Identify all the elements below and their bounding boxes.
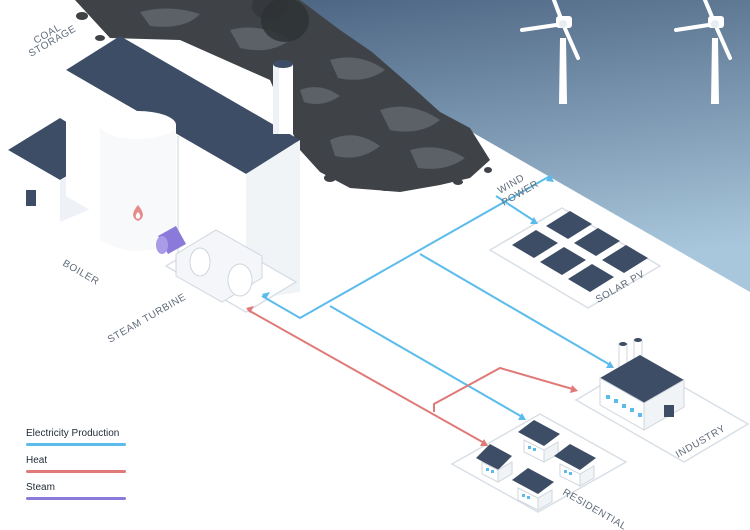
electricity-line-solar (495, 195, 537, 223)
legend-swatch-heat (26, 470, 126, 473)
house-4 (512, 468, 554, 511)
electricity-lines (261, 175, 613, 419)
steam-turbine (156, 226, 298, 313)
sea-background (300, 0, 750, 292)
legend-item-electricity: Electricity Production (26, 428, 146, 446)
legend: Electricity Production Heat Steam (26, 428, 146, 509)
legend-item-steam: Steam (26, 482, 146, 500)
boiler-label: BOILER (61, 258, 101, 288)
boiler-tank (100, 111, 176, 251)
legend-swatch-steam (26, 497, 126, 500)
legend-item-heat: Heat (26, 455, 146, 473)
house-2 (518, 420, 560, 463)
heat-lines (247, 309, 577, 445)
legend-label: Steam (26, 482, 55, 493)
legend-label: Heat (26, 455, 48, 466)
house-3 (554, 444, 596, 487)
electricity-arrowheads (262, 174, 614, 420)
electricity-line-residential (329, 305, 525, 419)
residential-label: RESIDENTIAL (561, 487, 629, 530)
electricity-line-trunk (261, 175, 551, 320)
wind-turbine-2 (674, 0, 732, 104)
heat-arrowheads (246, 306, 578, 446)
legend-swatch-electricity (26, 443, 126, 446)
industry-factory (574, 338, 750, 463)
heat-line-main (247, 309, 487, 445)
house-1 (476, 444, 513, 483)
smoke-plume (252, 0, 309, 42)
chimney (273, 60, 293, 134)
wind-turbine-1 (520, 0, 580, 104)
legend-label: Electricity Production (26, 428, 120, 439)
electricity-line-industry (419, 253, 613, 367)
residential-houses (450, 413, 628, 513)
solar-pv-array (488, 207, 662, 309)
steam-turbine-label: STEAM TURBINE (106, 292, 188, 346)
heat-line-industry (433, 366, 577, 412)
